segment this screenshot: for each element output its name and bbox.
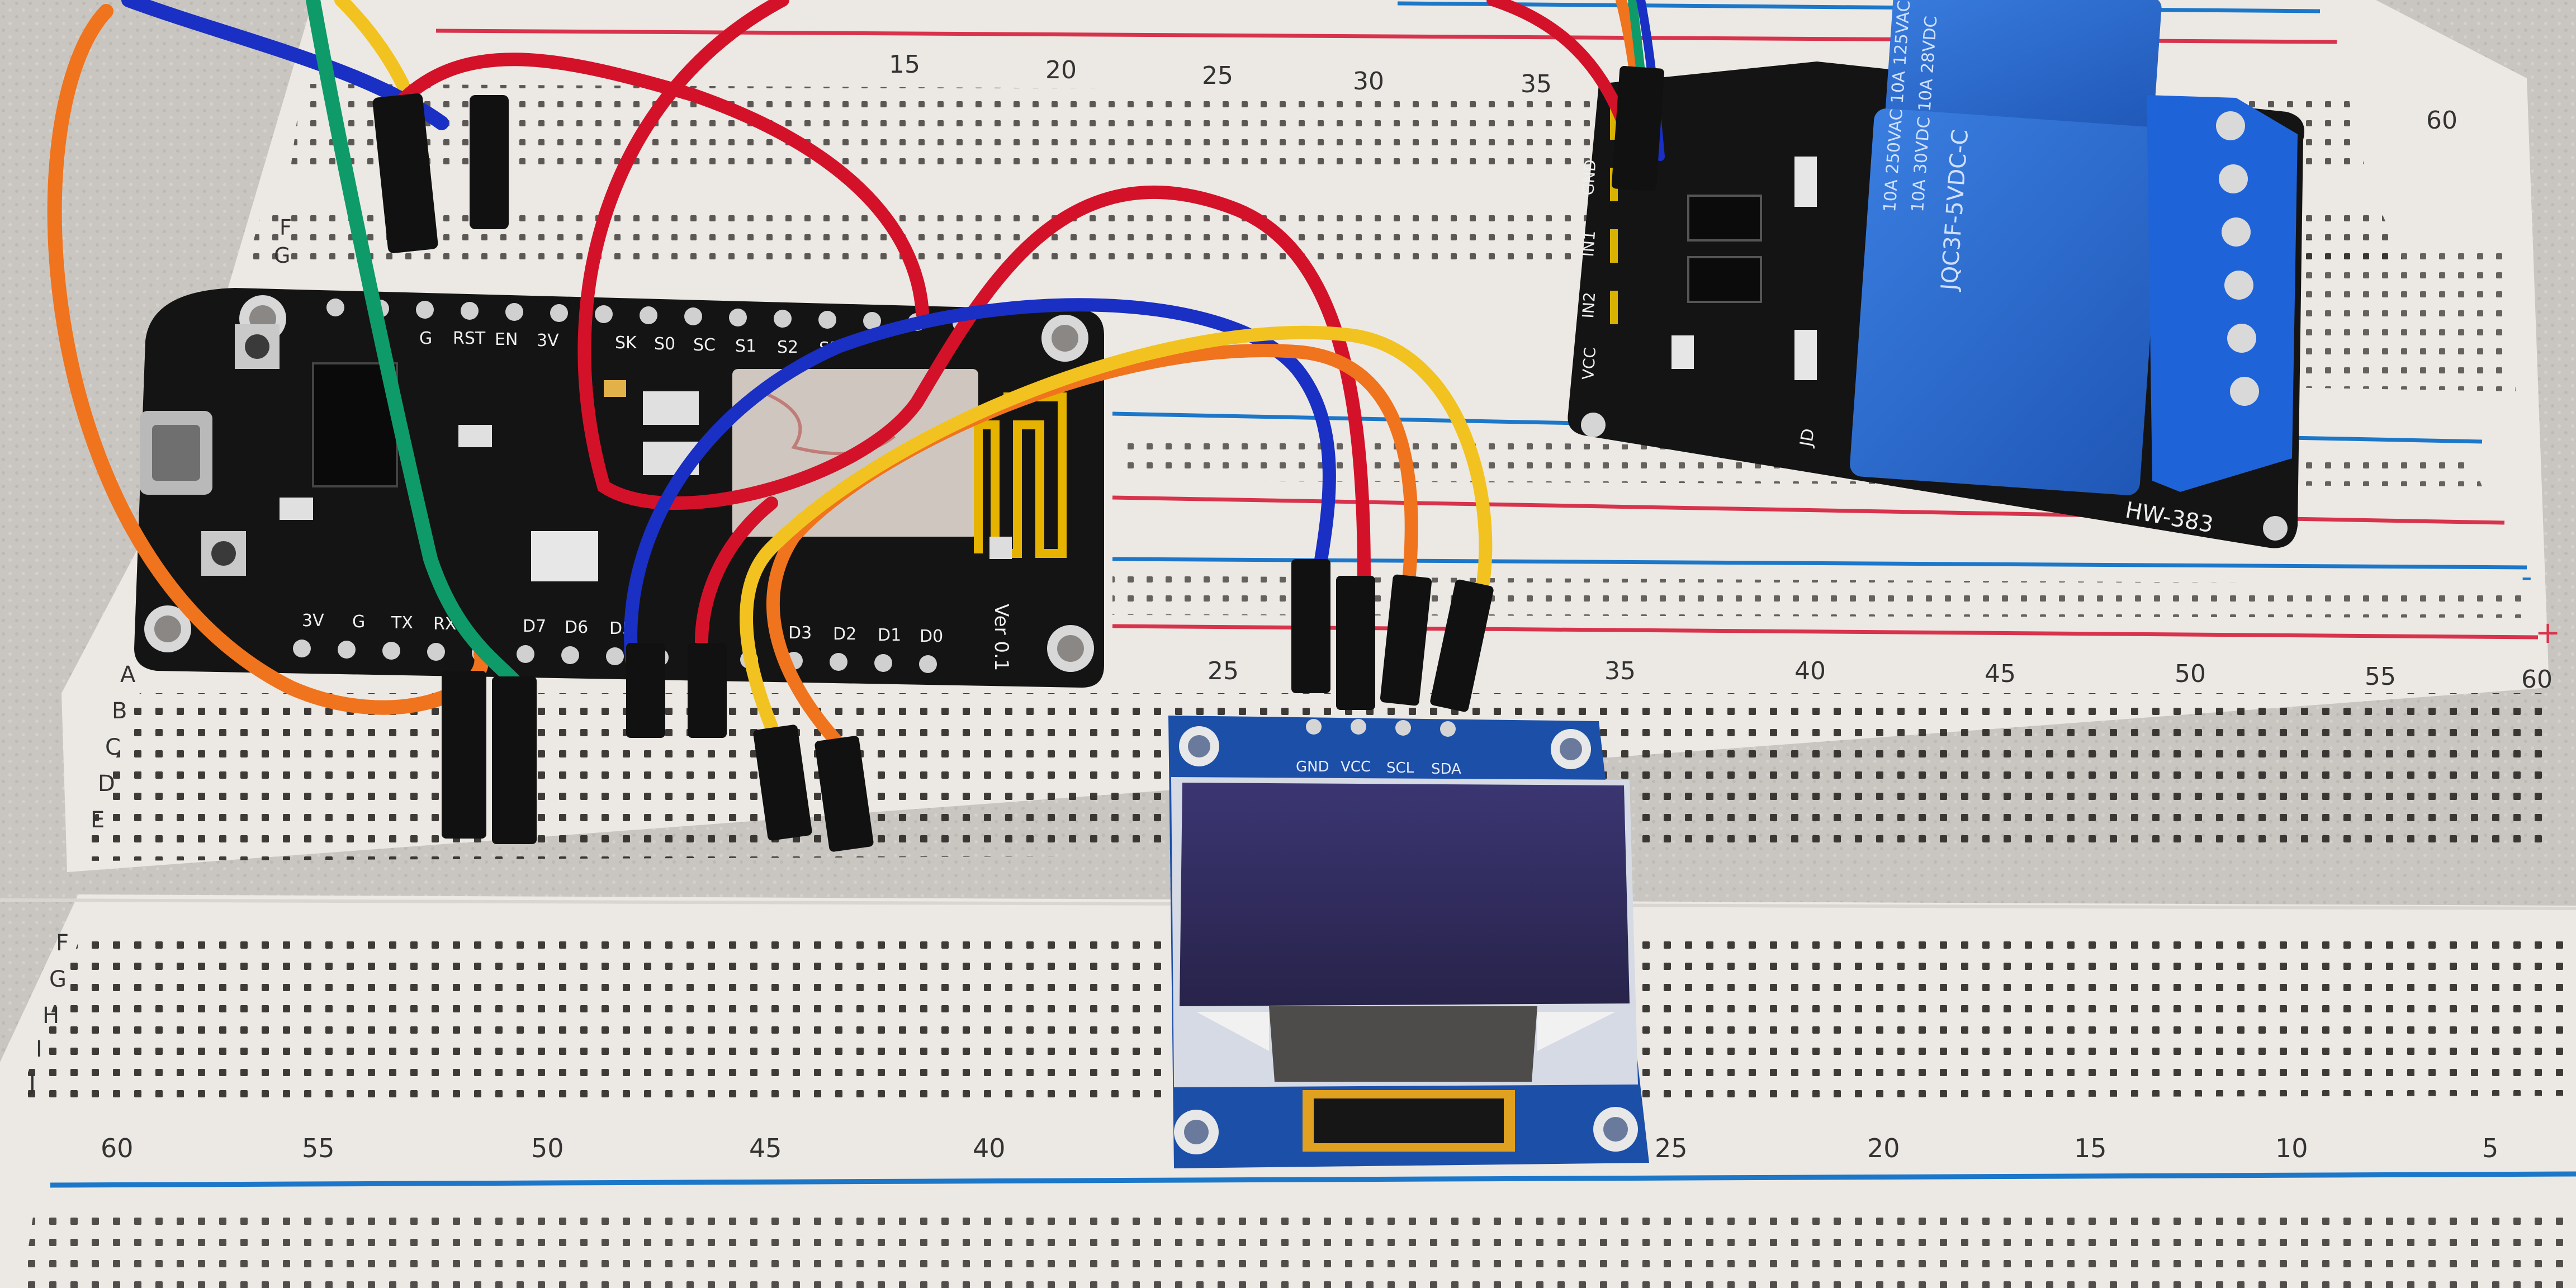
pin-label: EN — [495, 330, 518, 349]
screw-terminal-block[interactable] — [2147, 95, 2298, 492]
top-number: 25 — [1202, 61, 1233, 90]
lower-number: 5 — [2482, 1133, 2498, 1163]
mount-hole — [1581, 413, 1606, 437]
lower-number: 55 — [302, 1133, 335, 1163]
mid-number: 25 — [1208, 657, 1239, 685]
pin-label: D6 — [565, 618, 588, 637]
pin-label: RST — [453, 329, 486, 348]
version-label: Ver 0.1 — [990, 604, 1012, 671]
lower-number: 45 — [749, 1133, 782, 1163]
oled-pin-label: SCL — [1386, 760, 1414, 776]
wire-yellow — [334, 0, 409, 91]
row-letter: G — [49, 967, 67, 992]
relay-1 — [1885, 0, 2162, 138]
wire-green — [306, 0, 527, 695]
mid-number: 50 — [2175, 660, 2206, 688]
wifi-antenna-trace — [974, 392, 1067, 558]
lower-number: 40 — [973, 1133, 1006, 1163]
voltage-regulator — [531, 531, 598, 581]
pin-label: S1 — [735, 337, 756, 356]
mid-number: 45 — [1985, 660, 2016, 688]
row-letter: D — [98, 771, 115, 797]
relay-header-label: VCC — [1579, 347, 1599, 380]
mid-number: 55 — [2365, 662, 2396, 691]
row-letter: F — [56, 930, 69, 956]
pin-label: D2 — [833, 624, 856, 644]
pin-label: D3 — [788, 623, 812, 643]
pin-label: SC — [693, 335, 716, 355]
lower-number: 10 — [2275, 1133, 2308, 1163]
pin-label: D0 — [920, 627, 943, 646]
wire-blue — [624, 298, 1336, 666]
wire-yellow — [740, 325, 1493, 733]
pin-label: D1 — [878, 626, 901, 645]
relay-2 — [1850, 108, 2164, 495]
oled-pins — [1306, 719, 1456, 737]
wire-red — [577, 0, 1371, 583]
row-letter: J — [27, 1070, 36, 1096]
wire-red — [385, 53, 929, 320]
pin-label: G — [352, 612, 365, 632]
oled-pin-label: VCC — [1341, 759, 1371, 775]
lower-number: 20 — [1867, 1133, 1900, 1163]
row-letter: B — [112, 698, 127, 724]
dupont-connectors — [372, 66, 1665, 852]
row-letter: E — [91, 807, 105, 833]
lower-number: 50 — [531, 1133, 564, 1163]
mid-number: 40 — [1794, 657, 1826, 685]
mid-number: 35 — [1604, 657, 1636, 685]
row-letter: A — [120, 662, 136, 688]
lower-number: 60 — [101, 1133, 134, 1163]
pin-label: SK — [615, 333, 637, 353]
top-number: 20 — [1045, 56, 1077, 84]
pin-label: 3V — [537, 331, 559, 351]
oled-screen — [1180, 783, 1630, 1006]
wire-orange — [47, 4, 489, 715]
oled-pin-label: GND — [1296, 759, 1329, 775]
pin-label: D7 — [523, 617, 546, 636]
mount-hole — [2263, 516, 2288, 541]
relay-side-label: JD — [1796, 427, 1819, 449]
terminal-screws[interactable] — [2216, 111, 2259, 406]
row-letter: I — [36, 1036, 42, 1062]
lower-rail-blue — [50, 1171, 2576, 1188]
pin-label: TX — [391, 613, 413, 633]
oled-display: GND VCC SCL SDA — [1168, 716, 1649, 1168]
rail-blue-line — [1397, 1, 2321, 13]
top-number: 35 — [1521, 70, 1552, 98]
lower-number: 25 — [1655, 1133, 1688, 1163]
rail-sign-minus: - — [2521, 559, 2532, 594]
top-number: 60 — [2426, 106, 2457, 135]
mid-number: 60 — [2521, 665, 2553, 694]
pin-label: S2 — [777, 338, 798, 357]
row-letter: G — [274, 243, 290, 268]
row-letter: H — [42, 1003, 59, 1029]
pin-label: S0 — [654, 334, 675, 354]
pin-label: G — [419, 329, 432, 348]
row-letter: F — [280, 215, 292, 240]
pin-label: 3V — [302, 611, 324, 631]
oled-pin-label: SDA — [1431, 761, 1461, 778]
relay-header-label: IN1 — [1579, 230, 1599, 257]
row-letter: C — [105, 735, 121, 760]
lower-number: 15 — [2074, 1133, 2107, 1163]
rail-sign-plus: + — [2535, 615, 2560, 650]
relay-header-label: IN2 — [1579, 291, 1599, 319]
top-number: 30 — [1353, 67, 1384, 96]
relay-header-label: GND — [1579, 159, 1599, 196]
top-number: 15 — [889, 50, 920, 79]
